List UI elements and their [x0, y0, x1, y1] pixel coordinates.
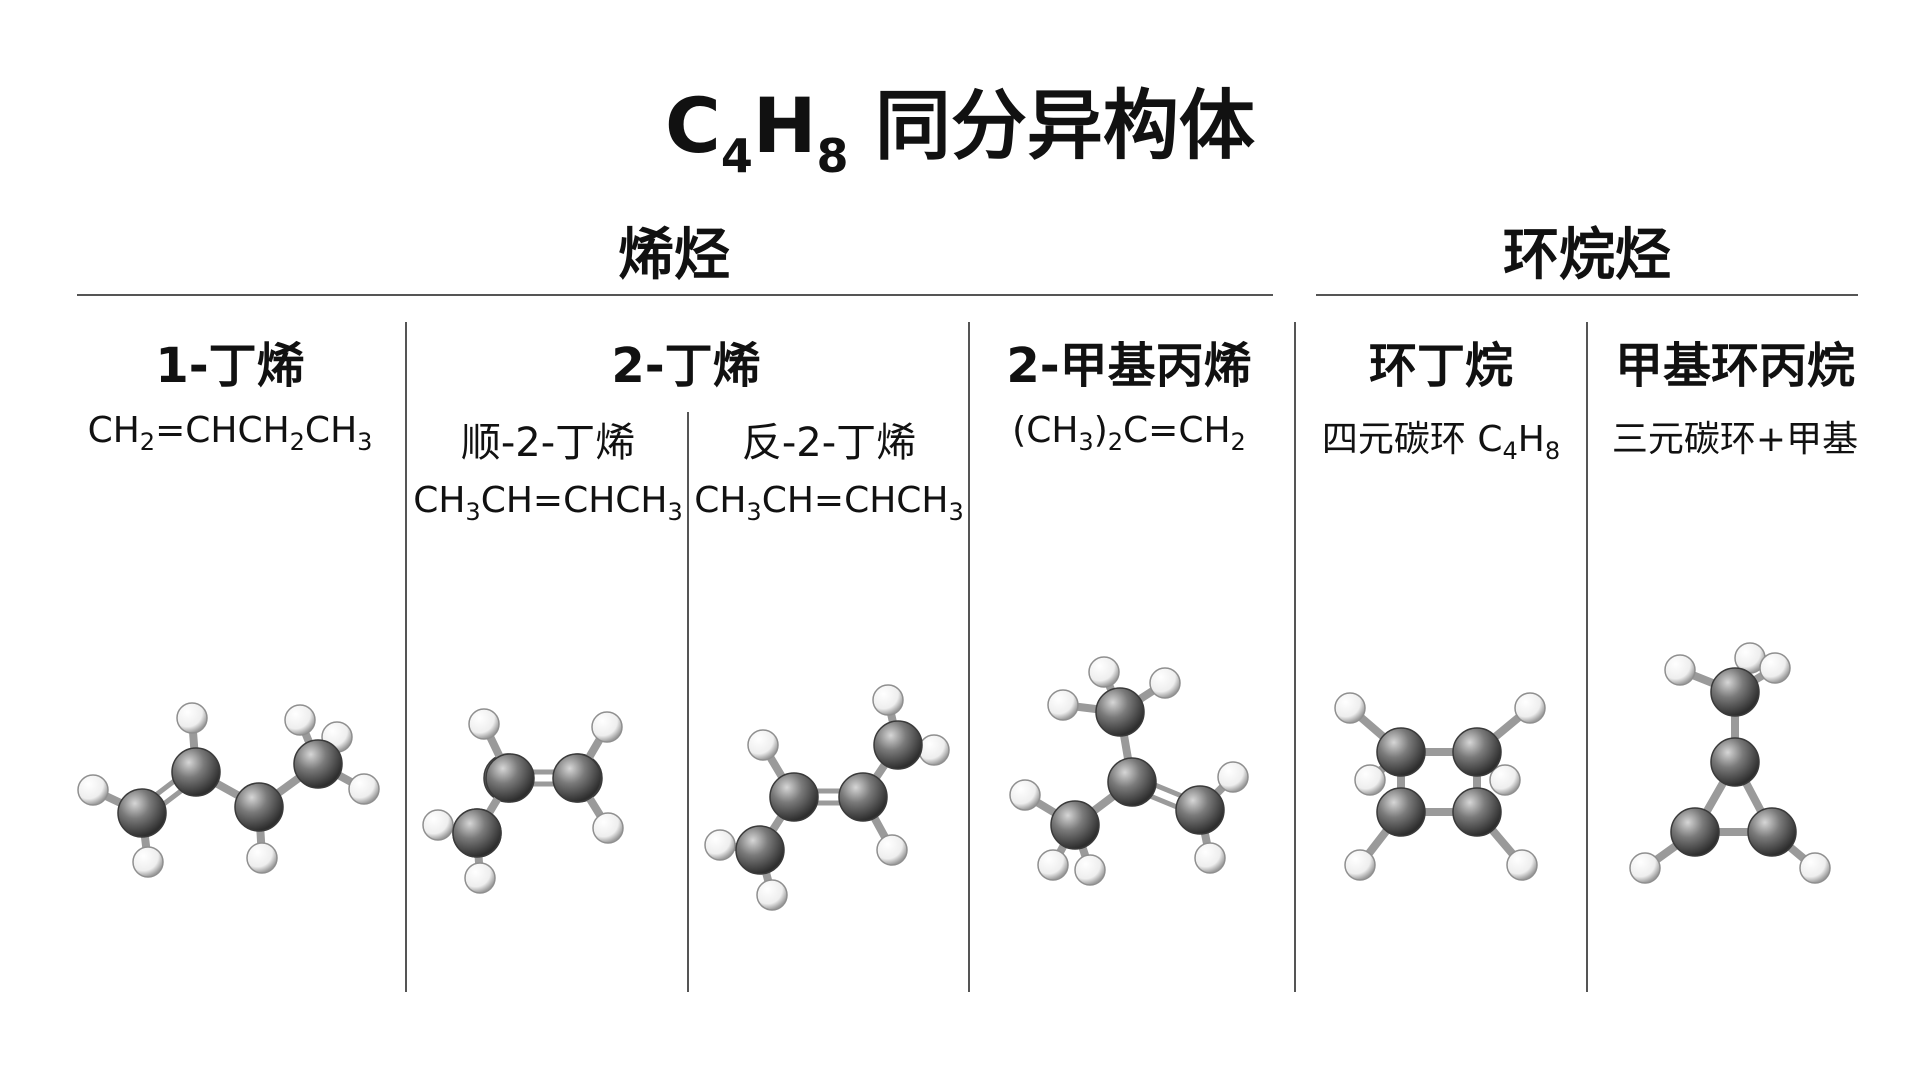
isomer-name-trans-2-butene: 反-2-丁烯 — [741, 420, 917, 466]
carbon-atom — [735, 825, 785, 875]
formula-cis-2-butene: CH3CH=CHCH3 — [413, 480, 683, 526]
carbon-atom — [117, 788, 167, 838]
hydrogen-atom — [1334, 692, 1366, 724]
carbon-atom — [552, 753, 602, 803]
carbon-atom — [1710, 667, 1760, 717]
carbon-atom — [234, 782, 284, 832]
hydrogen-atom — [872, 684, 904, 716]
hydrogen-atom — [77, 774, 109, 806]
carbon-atom — [838, 772, 888, 822]
carbon-atom — [1452, 727, 1502, 777]
hydrogen-atom — [1037, 849, 1069, 881]
hydrogen-atom — [176, 702, 208, 734]
carbon-atom — [485, 753, 535, 803]
carbon-atom — [1452, 787, 1502, 837]
page-title: C4H8 同分异构体 — [665, 81, 1255, 183]
carbon-atom — [1747, 807, 1797, 857]
hydrogen-atom — [1009, 779, 1041, 811]
hydrogen-atom — [132, 846, 164, 878]
hydrogen-atom — [591, 711, 623, 743]
group-label-cycloalkane: 环烷烃 — [1503, 223, 1671, 288]
hydrogen-atom — [1047, 689, 1079, 721]
hydrogen-atom — [246, 842, 278, 874]
isomer-name-1-butene: 1-丁烯 — [155, 338, 305, 394]
carbon-atom — [452, 808, 502, 858]
formula-methylcyclopropane: 三元碳环+甲基 — [1611, 419, 1859, 460]
hydrogen-atom — [1759, 652, 1791, 684]
column-divider — [1294, 322, 1296, 992]
carbon-atom — [873, 720, 923, 770]
hydrogen-atom — [468, 708, 500, 740]
hydrogen-atom — [1074, 854, 1106, 886]
column-divider — [405, 322, 407, 992]
hydrogen-atom — [1514, 692, 1546, 724]
hydrogen-atom — [1506, 849, 1538, 881]
carbon-atom — [1095, 687, 1145, 737]
isomer-name-cis-2-butene: 顺-2-丁烯 — [460, 420, 636, 466]
carbon-atom — [1670, 807, 1720, 857]
carbon-atom — [1050, 800, 1100, 850]
hydrogen-atom — [1088, 656, 1120, 688]
hydrogen-atom — [704, 829, 736, 861]
isomer-name-methylcyclopropane: 甲基环丙烷 — [1614, 338, 1856, 394]
isomer-name-cyclobutane: 环丁烷 — [1368, 338, 1514, 394]
hydrogen-atom — [464, 862, 496, 894]
hydrogen-atom — [1344, 849, 1376, 881]
column-divider — [968, 322, 970, 992]
hydrogen-atom — [284, 704, 316, 736]
isomer-name-2-methylpropene: 2-甲基丙烯 — [1006, 338, 1252, 394]
carbon-atom — [293, 739, 343, 789]
formula-2-methylpropene: (CH3)2C=CH2 — [1012, 410, 1246, 456]
hydrogen-atom — [592, 812, 624, 844]
alkene-group-rule — [77, 294, 1273, 296]
hydrogen-atom — [1149, 667, 1181, 699]
carbon-atom — [1107, 757, 1157, 807]
hydrogen-atom — [876, 834, 908, 866]
hydrogen-atom — [1354, 764, 1386, 796]
hydrogen-atom — [1799, 852, 1831, 884]
isomer-name-2-butene: 2-丁烯 — [611, 338, 761, 394]
carbon-atom — [769, 772, 819, 822]
hydrogen-atom — [756, 879, 788, 911]
hydrogen-atom — [1217, 761, 1249, 793]
formula-trans-2-butene: CH3CH=CHCH3 — [694, 480, 964, 526]
carbon-atom — [1376, 787, 1426, 837]
group-label-alkene: 烯烃 — [618, 223, 730, 288]
hydrogen-atom — [918, 734, 950, 766]
carbon-atom — [171, 747, 221, 797]
hydrogen-atom — [348, 773, 380, 805]
hydrogen-atom — [1629, 852, 1661, 884]
hydrogen-atom — [747, 729, 779, 761]
carbon-atom — [1175, 785, 1225, 835]
cycloalkane-group-rule — [1316, 294, 1858, 296]
hydrogen-atom — [422, 809, 454, 841]
carbon-atom — [1710, 737, 1760, 787]
hydrogen-atom — [1194, 842, 1226, 874]
carbon-atom — [1376, 727, 1426, 777]
hydrogen-atom — [1489, 764, 1521, 796]
formula-1-butene: CH2=CHCH2CH3 — [87, 410, 373, 456]
column-divider — [687, 412, 689, 992]
hydrogen-atom — [1664, 654, 1696, 686]
formula-cyclobutane: 四元碳环 C4H8 — [1321, 419, 1561, 465]
column-divider — [1586, 322, 1588, 992]
